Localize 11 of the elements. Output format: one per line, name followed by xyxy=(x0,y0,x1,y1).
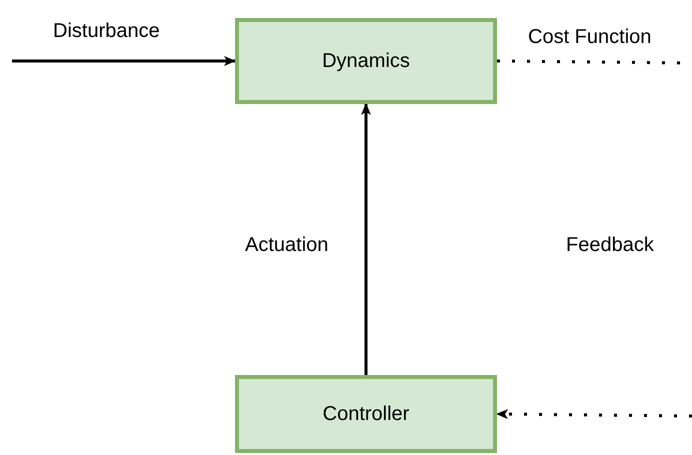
node-label: Controller xyxy=(322,402,410,427)
dotted-arrow xyxy=(496,409,692,420)
text-label: Feedback xyxy=(566,233,654,258)
edge-label: Disturbance xyxy=(53,19,160,44)
arrow xyxy=(12,56,236,66)
node-label: Dynamics xyxy=(322,49,410,74)
edge-label: Actuation xyxy=(245,233,328,258)
process-box xyxy=(235,375,497,453)
process-box xyxy=(235,18,497,104)
edge-label: Cost Function xyxy=(528,25,652,50)
arrow xyxy=(361,103,371,375)
